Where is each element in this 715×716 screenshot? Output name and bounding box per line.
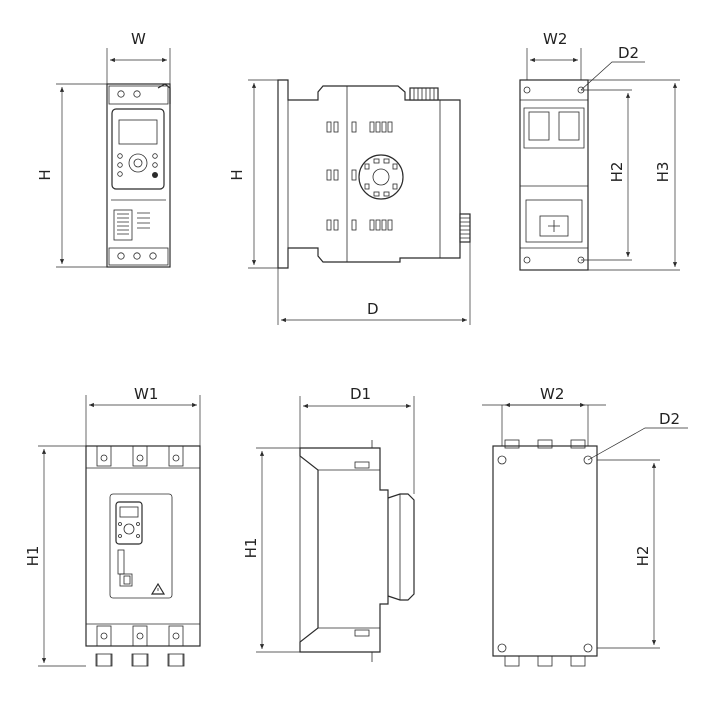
label-d1: D1 bbox=[350, 385, 371, 403]
label-w2-top: W2 bbox=[543, 30, 567, 48]
large-front-view bbox=[38, 395, 201, 667]
label-h2-bottom: H2 bbox=[634, 546, 652, 567]
label-h-side: H bbox=[228, 169, 246, 180]
label-w: W bbox=[131, 30, 146, 48]
label-d: D bbox=[367, 300, 379, 318]
small-rear-view bbox=[519, 48, 680, 271]
label-h1-front: H1 bbox=[24, 546, 42, 567]
label-h2-top: H2 bbox=[608, 162, 626, 183]
label-d2-bottom: D2 bbox=[659, 410, 680, 428]
label-h3: H3 bbox=[654, 162, 672, 183]
label-w2-bottom: W2 bbox=[540, 385, 564, 403]
label-h-front: H bbox=[36, 169, 54, 180]
large-rear-view bbox=[482, 402, 688, 667]
label-d2-top: D2 bbox=[618, 44, 639, 62]
small-front-view bbox=[56, 48, 171, 268]
label-h1-side: H1 bbox=[242, 538, 260, 559]
fan-icon bbox=[358, 154, 404, 200]
keypad-panel-large bbox=[115, 501, 143, 545]
label-w1: W1 bbox=[134, 385, 158, 403]
keypad-panel bbox=[111, 108, 165, 190]
large-side-view bbox=[256, 396, 415, 662]
warning-icon bbox=[150, 582, 166, 595]
small-side-view bbox=[248, 79, 471, 325]
